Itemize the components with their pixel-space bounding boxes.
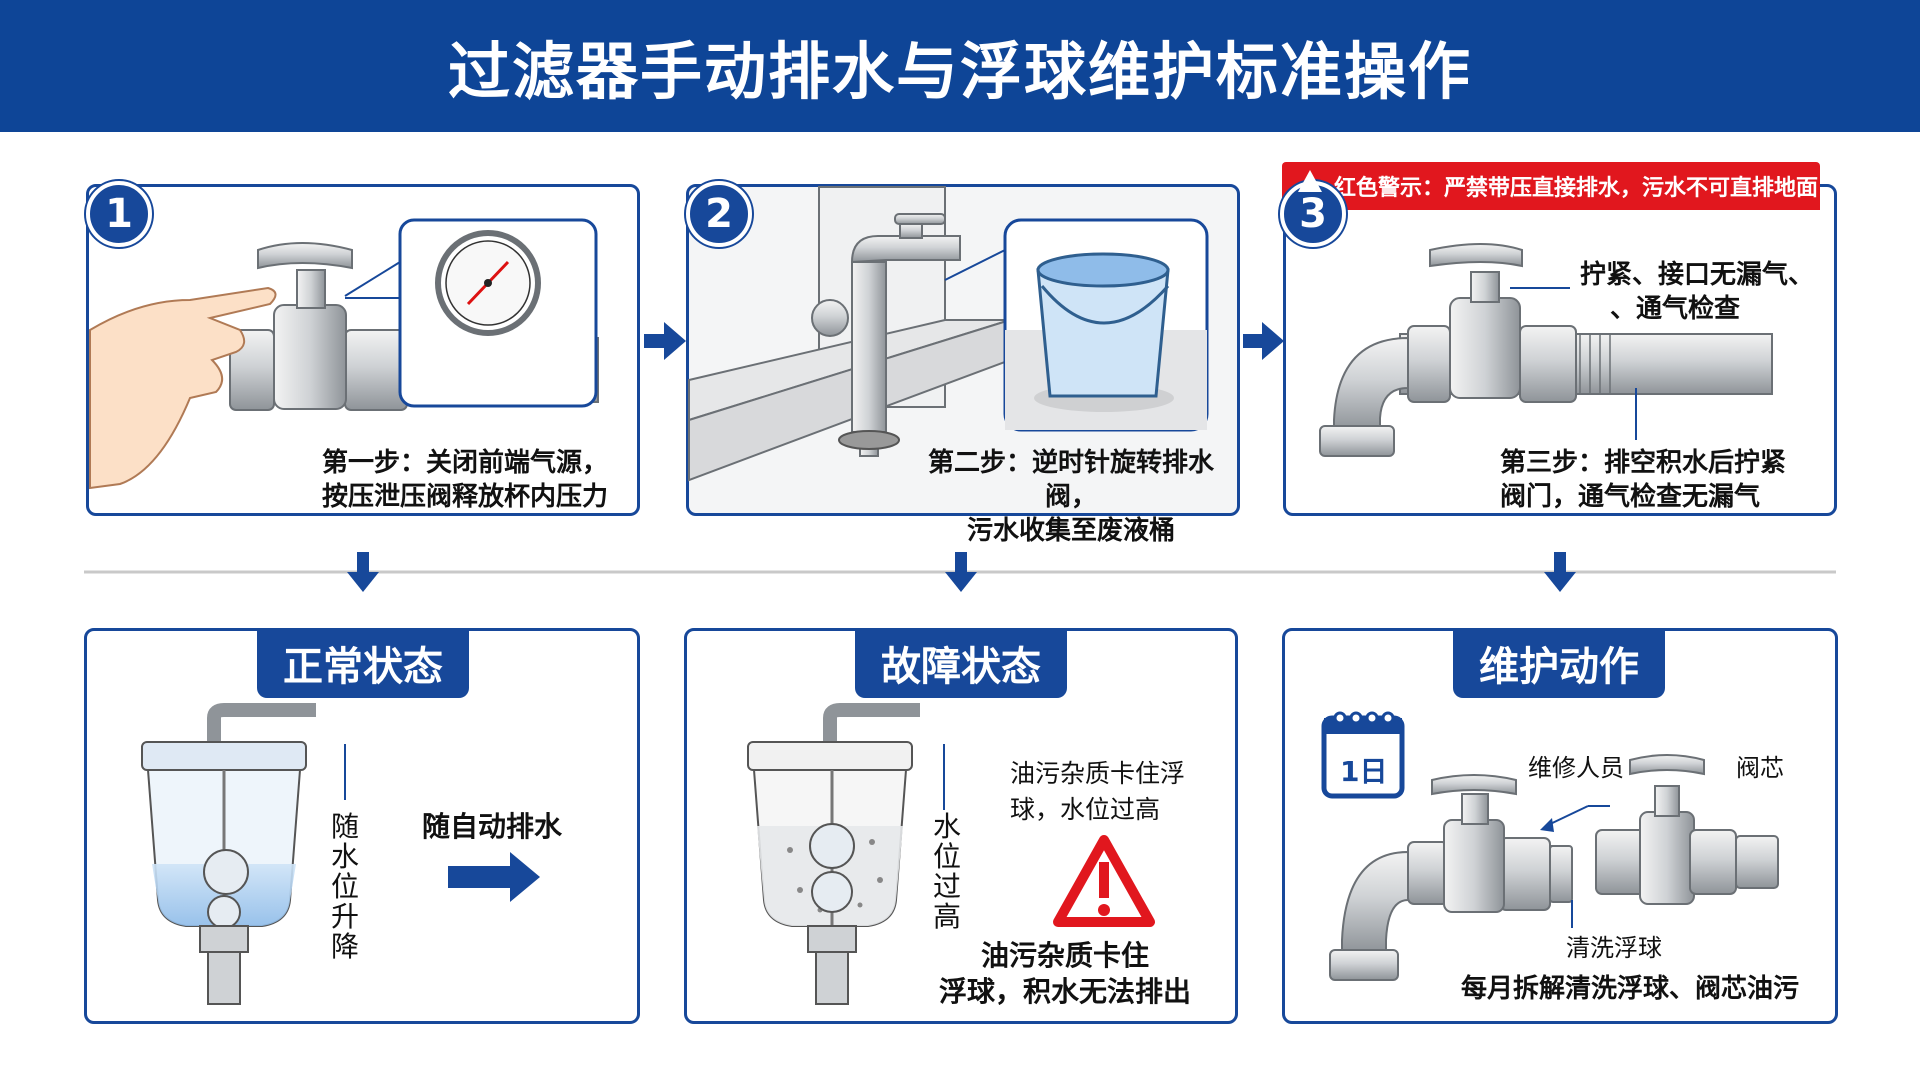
fault-filter-illustration (747, 703, 1155, 1005)
step-1-number: 1 (86, 181, 152, 247)
step-2-caption-line-1: 第二步：逆时针旋转排水阀， (927, 448, 1214, 512)
arrow-right-icon (448, 852, 540, 902)
step-2-caption-line-2: 污水收集至废液桶 (966, 516, 1175, 546)
warning-triangle-icon (1053, 835, 1155, 927)
step-3-callout-line-1: 拧紧、接口无漏气、 (1580, 260, 1815, 290)
normal-filter-illustration (141, 703, 540, 1005)
fault-state-header: 故障状态 (855, 628, 1067, 698)
step-3-callout-line-2: 、通气检查 (1610, 294, 1741, 324)
fault-bottom-caption: 油污杂质卡住 浮球，积水无法排出 (930, 938, 1200, 1010)
fault-bottom-line-1: 油污杂质卡住 (980, 939, 1149, 972)
normal-vertical-label: 随水位升降 (330, 810, 359, 963)
arrow-down-icon (347, 552, 1576, 592)
valve-core-label: 阀芯 (1736, 754, 1784, 782)
calendar-icon (1321, 711, 1405, 799)
pressure-gauge-icon (435, 230, 541, 336)
maintenance-illustration (1321, 711, 1779, 981)
fault-bottom-line-2: 浮球，积水无法排出 (938, 975, 1191, 1008)
normal-state-header: 正常状态 (257, 628, 469, 698)
step-1-caption-line-1: 第一步：关闭前端气源， (321, 448, 608, 478)
fault-note-line-2: 球，水位过高 (1010, 795, 1161, 824)
calendar-date: 1日 (1340, 755, 1388, 788)
step-1-illustration (89, 218, 599, 490)
fault-note: 油污杂质卡住浮 球，水位过高 (1010, 756, 1185, 828)
step-3-callout: 拧紧、接口无漏气、 、通气检查 (1580, 258, 1830, 326)
fault-note-line-1: 油污杂质卡住浮 (1010, 759, 1186, 788)
maintenance-bottom-caption: 每月拆解清洗浮球、阀芯油污 (1460, 974, 1799, 1004)
maintenance-header: 维护动作 (1453, 628, 1665, 698)
step-3-caption-line-2: 阀门，通气检查无漏气 (1500, 482, 1761, 512)
step-1-caption: 第一步：关闭前端气源， 按压泄压阀释放杯内压力 (305, 446, 625, 514)
warning-small-icon (1298, 170, 1322, 192)
bucket-icon (1034, 252, 1174, 412)
page-title: 过滤器手动排水与浮球维护标准操作 (447, 35, 1472, 108)
title-banner: 过滤器手动排水与浮球维护标准操作 (0, 0, 1920, 132)
step-3-caption-line-1: 第三步：排空积水后拧紧 (1500, 448, 1787, 478)
staff-label: 维修人员 (1528, 754, 1624, 782)
arrow-right-icon (644, 322, 1284, 360)
step-3-illustration (1319, 243, 1773, 457)
valve-icon (257, 242, 353, 270)
clean-float-label: 清洗浮球 (1566, 934, 1662, 962)
fault-vertical-label: 水位过高 (932, 810, 961, 933)
step-2-caption: 第二步：逆时针旋转排水阀， 污水收集至废液桶 (906, 446, 1236, 548)
normal-side-label: 随自动排水 (422, 810, 563, 843)
step-2-number: 2 (686, 181, 752, 247)
step-1-caption-line-2: 按压泄压阀释放杯内压力 (321, 482, 608, 512)
step-3-caption: 第三步：排空积水后拧紧 阀门，通气检查无漏气 (1500, 446, 1820, 514)
step-2-illustration (688, 186, 1209, 482)
step-3-number: 3 (1280, 181, 1346, 247)
warning-text: 红色警示：严禁带压直接排水，污水不可直排地面 (1334, 176, 1819, 201)
warning-banner: 红色警示：严禁带压直接排水，污水不可直排地面 (1282, 162, 1820, 210)
hand-icon (89, 286, 277, 490)
